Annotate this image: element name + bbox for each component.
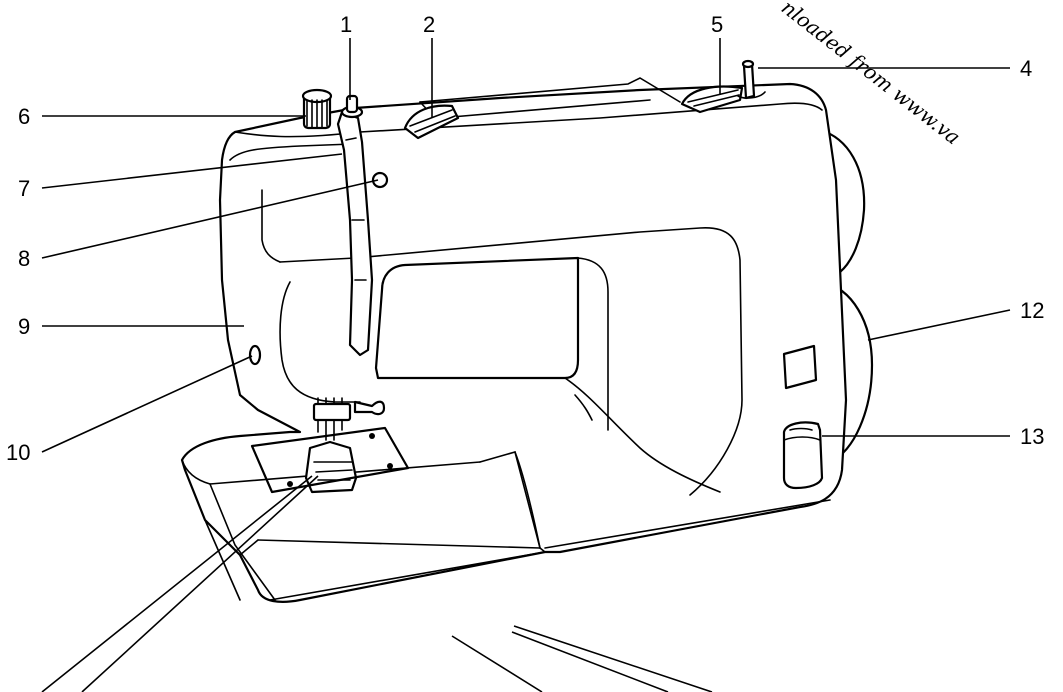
callout-2: 2: [423, 12, 435, 37]
callout-labels: 1 2 4 5 6 7 8 9 10 12 13: [6, 12, 1044, 465]
callout-10: 10: [6, 440, 30, 465]
top-details: [403, 59, 766, 140]
callout-6: 6: [18, 104, 30, 129]
callout-13: 13: [1020, 424, 1044, 449]
callout-9: 9: [18, 314, 30, 339]
right-controls: [782, 344, 824, 490]
callout-7: 7: [18, 176, 30, 201]
callout-12: 12: [1020, 298, 1044, 323]
tension-and-takeup: [248, 88, 389, 366]
callout-1: 1: [340, 12, 352, 37]
callout-5: 5: [711, 12, 723, 37]
leader-lines: [41, 38, 1011, 692]
machine-body: [180, 82, 848, 603]
needle-area: [250, 397, 410, 494]
callout-8: 8: [18, 246, 30, 271]
callout-4: 4: [1020, 56, 1032, 81]
